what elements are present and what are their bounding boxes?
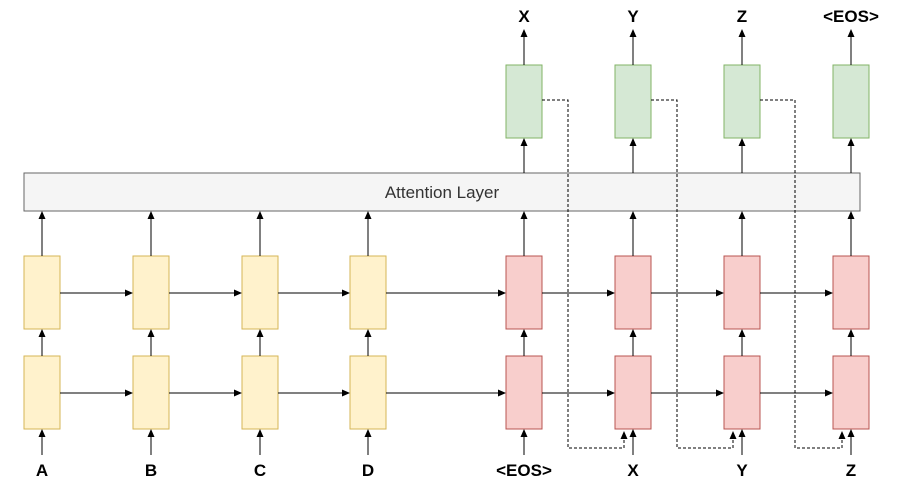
feedback-line-3 (760, 99, 846, 449)
output-arrows (520, 29, 855, 65)
input-label-c: C (254, 461, 266, 480)
decoder-bottom-cell-2 (614, 355, 652, 430)
to-attention-arrows (38, 211, 855, 256)
decoder-input-label-1: <EOS> (496, 461, 552, 480)
decoder-top-cell-2 (614, 255, 652, 330)
attention-layer: Attention Layer (23, 172, 861, 212)
decoder-bottom-cell-4 (832, 355, 870, 430)
output-cell-1 (505, 64, 543, 139)
encoder-bottom-cell-c (241, 355, 279, 430)
output-row (505, 64, 870, 139)
feedback-line-2 (651, 99, 737, 449)
output-label-3: Z (737, 7, 747, 26)
encoder-top-cell-b (132, 255, 170, 330)
decoder-top-cell-1 (505, 255, 543, 330)
encoder-input-labels: A B C D (36, 461, 374, 480)
encoder-bottom-cell-a (23, 355, 61, 430)
decoder-top-row (505, 255, 870, 330)
output-cell-4 (832, 64, 870, 139)
output-labels: X Y Z <EOS> (518, 7, 879, 26)
decoder-bottom-cell-3 (723, 355, 761, 430)
attention-to-output-arrows (520, 138, 855, 173)
layer-arrows (38, 329, 855, 356)
feedback-line-1 (542, 99, 628, 449)
encoder-bottom-cell-d (349, 355, 387, 430)
encoder-top-cell-a (23, 255, 61, 330)
decoder-bottom-cell-1 (505, 355, 543, 430)
input-label-d: D (362, 461, 374, 480)
decoder-top-cell-4 (832, 255, 870, 330)
input-label-a: A (36, 461, 48, 480)
output-label-2: Y (627, 7, 639, 26)
feedback-dashed-lines (542, 99, 846, 449)
input-label-b: B (145, 461, 157, 480)
encoder-top-cell-c (241, 255, 279, 330)
output-label-1: X (518, 7, 530, 26)
encoder-bottom-cell-b (132, 355, 170, 430)
output-cell-3 (723, 64, 761, 139)
decoder-input-label-3: Y (736, 461, 748, 480)
decoder-input-labels: <EOS> X Y Z (496, 461, 856, 480)
output-label-4: <EOS> (823, 7, 879, 26)
decoder-input-label-2: X (627, 461, 639, 480)
encoder-top-cell-d (349, 255, 387, 330)
input-arrows (38, 429, 855, 455)
attention-layer-label: Attention Layer (385, 183, 500, 202)
decoder-top-cell-3 (723, 255, 761, 330)
output-cell-2 (614, 64, 652, 139)
decoder-input-label-4: Z (846, 461, 856, 480)
